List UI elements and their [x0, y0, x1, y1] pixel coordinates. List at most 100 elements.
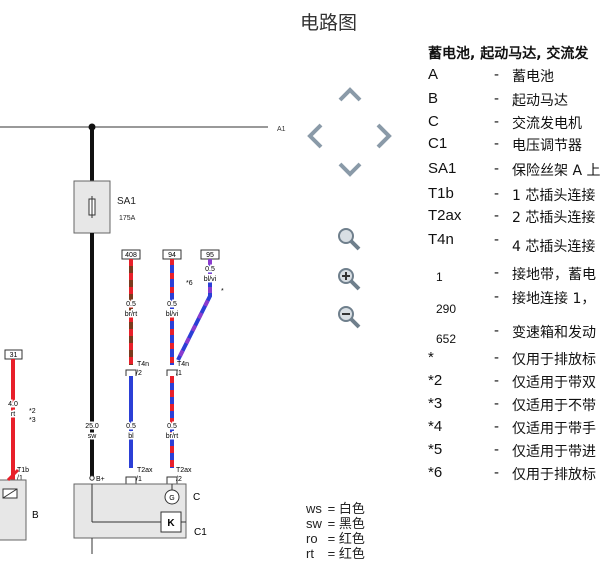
wire-color: bl/vi	[204, 276, 217, 283]
connector-label: T2ax	[137, 467, 153, 474]
legend-desc: 4 芯插头连接	[512, 239, 596, 255]
wire-color: br/rt	[125, 311, 138, 318]
chevron-right-icon[interactable]	[374, 122, 394, 150]
wire-size: 0.5	[126, 423, 136, 430]
wire-size: 4.0	[8, 401, 18, 408]
color-code: sw	[306, 516, 322, 531]
wire-size: 0.5	[126, 301, 136, 308]
zoom-in-icon[interactable]	[336, 266, 362, 292]
legend-code: 290	[436, 302, 457, 316]
wire-size: 0.5	[167, 423, 177, 430]
wire-color: sw	[88, 433, 98, 440]
legend-code: *2	[428, 372, 443, 389]
note-marker: *	[221, 288, 224, 295]
rail-label: A1	[277, 126, 286, 133]
legend-code: 1	[436, 270, 443, 284]
connector-pin: /2	[136, 370, 142, 377]
wire-color: rt	[11, 411, 15, 418]
terminal-label: 95	[206, 252, 214, 259]
wire-color: bl	[128, 433, 134, 440]
wire-color: sw	[88, 433, 98, 440]
svg-text:K: K	[167, 518, 175, 529]
legend-desc: 2 芯插头连接	[512, 210, 596, 226]
color-code: ro	[306, 531, 318, 546]
wire-size: 0.5	[126, 423, 136, 430]
connector-label: T4n	[177, 361, 189, 368]
wire-color: br/rt	[166, 433, 179, 440]
connector-label: B+	[96, 476, 105, 483]
regulator-symbol	[160, 511, 182, 533]
svg-text:G: G	[169, 495, 174, 502]
terminal-label: 94	[168, 252, 176, 259]
color-code-row: ro = 红色	[306, 531, 365, 547]
legend-code: T4n	[428, 231, 454, 248]
connector-label: T4n	[137, 361, 149, 368]
wire-color: bl	[128, 433, 134, 440]
legend-desc: 仅适用于带手	[512, 421, 596, 437]
color-desc: 黑色	[338, 517, 365, 532]
wire-size: 0.5	[205, 266, 215, 273]
legend-desc: 仅用于排放标	[512, 352, 596, 368]
connector-symbol	[125, 369, 137, 376]
magnifier-icon[interactable]	[336, 226, 362, 252]
chevron-left-icon[interactable]	[305, 122, 325, 150]
fuse-rating: 175A	[119, 215, 136, 222]
note-marker: *3	[29, 417, 36, 424]
connector-label: T1b	[17, 467, 29, 474]
color-code-row: rt = 红色	[306, 546, 365, 562]
legend-desc: 起动马达	[512, 93, 568, 109]
component-label: C1	[194, 527, 207, 538]
wire-size: 0.5	[167, 301, 177, 308]
legend-code: *	[428, 349, 434, 366]
legend-desc: 仅适用于不带	[512, 398, 596, 414]
legend-code: A	[428, 66, 439, 83]
legend-desc: 保险丝架 A 上	[512, 163, 601, 179]
circuit-diagram: A1 SA1 175A 408 94 95 31 0.5 0.5 br/rt b…	[0, 123, 286, 554]
wire-bl-vi-diagonal	[176, 259, 212, 361]
wire-size: 4.0	[8, 401, 18, 408]
color-desc: 红色	[338, 532, 365, 547]
legend-desc: 电压调节器	[512, 138, 582, 154]
wire-size: 0.5	[126, 301, 136, 308]
chevron-down-icon[interactable]	[337, 162, 363, 178]
color-code-key: ws = 白色 sw = 黑色 ro = 红色 rt = 红色	[306, 502, 365, 562]
legend-desc: 变速箱和发动	[512, 325, 596, 341]
color-code: ws	[306, 501, 322, 516]
connector-symbol	[166, 369, 178, 376]
legend-desc: 仅适用于带双	[512, 375, 596, 391]
wire-size: 0.5	[205, 266, 215, 273]
legend-code: *3	[428, 395, 443, 412]
legend-code: *5	[428, 441, 443, 458]
wire-color: bl/vi	[166, 311, 179, 318]
connector-pin: /1	[176, 370, 182, 377]
zoom-out-icon[interactable]	[336, 304, 362, 330]
legend-code: C	[428, 113, 439, 130]
legend-code: 652	[436, 332, 457, 346]
legend-code: *6	[428, 464, 443, 481]
page-title: 电路图	[300, 12, 358, 34]
terminal-label: 31	[10, 352, 18, 359]
legend-code: T1b	[428, 185, 454, 202]
wire-size: 25.0	[85, 423, 99, 430]
color-desc: 红色	[338, 547, 365, 562]
wire-size: 25.0	[85, 423, 99, 430]
color-code-row: ws = 白色	[306, 501, 365, 517]
note-marker: *2	[29, 408, 36, 415]
chevron-up-icon[interactable]	[337, 86, 363, 102]
wire-color: br/rt	[125, 311, 138, 318]
legend-desc: 交流发电机	[512, 116, 582, 132]
legend-desc: 接地连接 1，	[512, 291, 596, 307]
wire-size: 0.5	[167, 423, 177, 430]
legend-title: 蓄电池, 起动马达, 交流发	[428, 46, 589, 62]
wire-color: rt	[11, 411, 15, 418]
wire-color: br/rt	[166, 433, 179, 440]
legend-code: T2ax	[428, 207, 462, 224]
component-label: C	[193, 492, 200, 503]
legend-code: SA1	[428, 160, 457, 177]
legend-desc: 仅适用于带进	[512, 444, 596, 460]
legend-code: B	[428, 90, 439, 107]
legend-desc: 1 芯插头连接	[512, 188, 596, 204]
wire-size: 0.5	[167, 301, 177, 308]
alternator-symbol	[164, 489, 180, 505]
legend-code: *4	[428, 418, 443, 435]
